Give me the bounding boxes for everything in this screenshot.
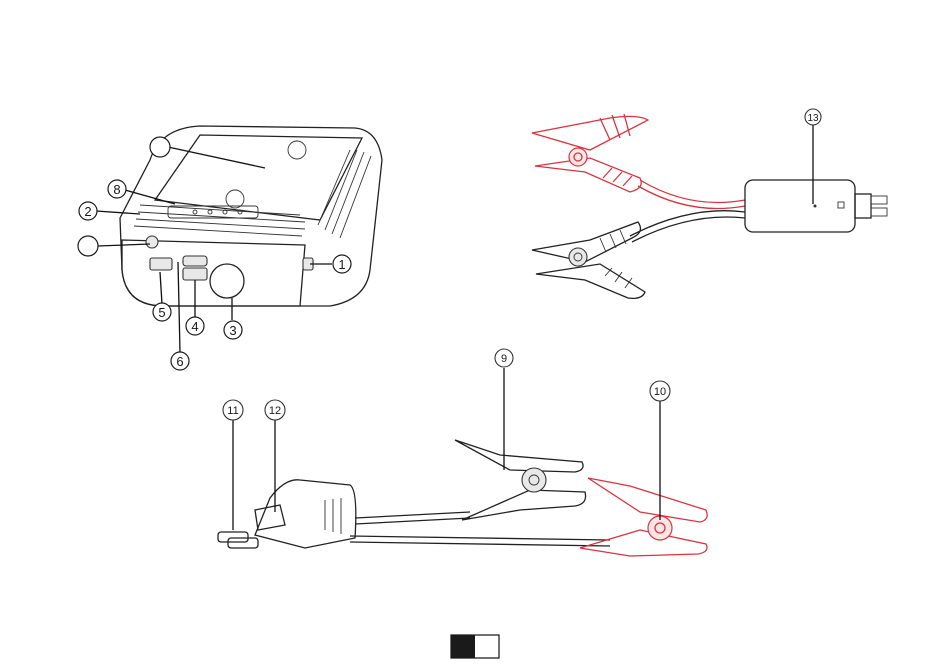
svg-text:9: 9: [501, 353, 507, 365]
flashlight-lens: [210, 264, 244, 298]
callout-8: 8: [108, 180, 126, 198]
smart-control-box: [745, 180, 855, 232]
svg-text:10: 10: [654, 386, 666, 398]
svg-text:4: 4: [191, 319, 198, 334]
page-marker: [451, 635, 499, 658]
power-button-top: [226, 190, 244, 208]
black-clamp-top: [532, 222, 645, 298]
unit-leaders: [96, 147, 332, 352]
usb-port-5: [150, 258, 172, 270]
callout-10: 10: [650, 381, 670, 401]
red-clamp-10: [580, 478, 707, 556]
jumper-clamp-cable: [218, 440, 707, 556]
svg-text:11: 11: [227, 405, 238, 417]
callout-6: 6: [171, 352, 189, 370]
callout-12: 12: [265, 400, 285, 420]
svg-text:13: 13: [807, 113, 819, 124]
callout-1: 1: [333, 255, 351, 273]
svg-text:6: 6: [176, 354, 183, 369]
callout-13: 13: [805, 109, 821, 125]
svg-text:2: 2: [84, 204, 91, 219]
smart-cable-assembly: [532, 114, 887, 298]
callout-3: 3: [224, 321, 242, 339]
wireless-charging-icon: [288, 141, 306, 159]
callout-5: 5: [153, 303, 171, 321]
callout-9: 9: [495, 349, 513, 367]
callout-4: 4: [186, 317, 204, 335]
svg-text:12: 12: [269, 405, 281, 417]
svg-text:8: 8: [113, 182, 120, 197]
callout-2: 2: [79, 202, 97, 220]
usb-port-4: [183, 268, 207, 280]
callout-11: 11: [223, 400, 243, 420]
svg-text:5: 5: [158, 305, 165, 320]
svg-text:3: 3: [229, 323, 236, 338]
bottom-leaders: [233, 368, 660, 530]
black-clamp-9: [455, 440, 586, 520]
callout-blank-top: [150, 137, 170, 157]
red-clamp-top: [532, 114, 648, 192]
dc-port: [146, 236, 158, 248]
callout-blank-left: [78, 236, 98, 256]
svg-text:1: 1: [338, 257, 345, 272]
usb-c-port: [183, 256, 207, 266]
